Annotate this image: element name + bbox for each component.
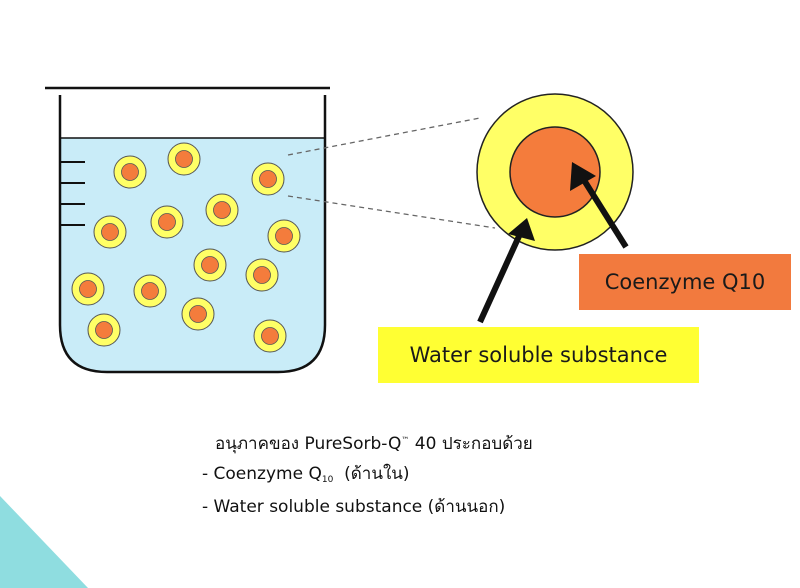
arrow-to-shell-head: [508, 218, 535, 241]
particle-core: [261, 327, 279, 345]
caption-line-1: อนุภาคของ PureSorb-Q™ 40 ประกอบด้วย: [215, 434, 533, 454]
coenzyme-label-box: Coenzyme Q10: [579, 254, 791, 310]
particle-core: [141, 282, 159, 300]
zoom-lines: [287, 117, 496, 229]
arrow-to-shell: [477, 232, 523, 324]
particle-core: [175, 150, 193, 168]
particle-core: [101, 223, 119, 241]
particles: [71, 142, 301, 353]
particle-core: [189, 305, 207, 323]
particle-core: [95, 321, 113, 339]
beaker-liquid: [60, 138, 325, 372]
particle-core: [275, 227, 293, 245]
beaker-outline: [58, 95, 327, 374]
particle-core: [253, 266, 271, 284]
particle-core: [79, 280, 97, 298]
particle-core: [158, 213, 176, 231]
zoom-particle-core: [509, 126, 601, 218]
corner-triangle: [0, 496, 88, 588]
particle-core: [213, 201, 231, 219]
water-label-box: Water soluble substance: [378, 327, 699, 383]
particle-core: [121, 163, 139, 181]
beaker-tick-marks: [60, 161, 85, 226]
particle-core: [259, 170, 277, 188]
coenzyme-label: Coenzyme Q10: [604, 270, 766, 294]
caption-line-2: - Coenzyme Q10 (ด้านใน): [202, 464, 410, 485]
water-label: Water soluble substance: [409, 343, 668, 367]
caption-line-3: - Water soluble substance (ด้านนอก): [202, 497, 506, 517]
arrow-to-core: [579, 175, 629, 249]
particle-core: [201, 256, 219, 274]
arrow-to-core-head: [570, 162, 596, 191]
